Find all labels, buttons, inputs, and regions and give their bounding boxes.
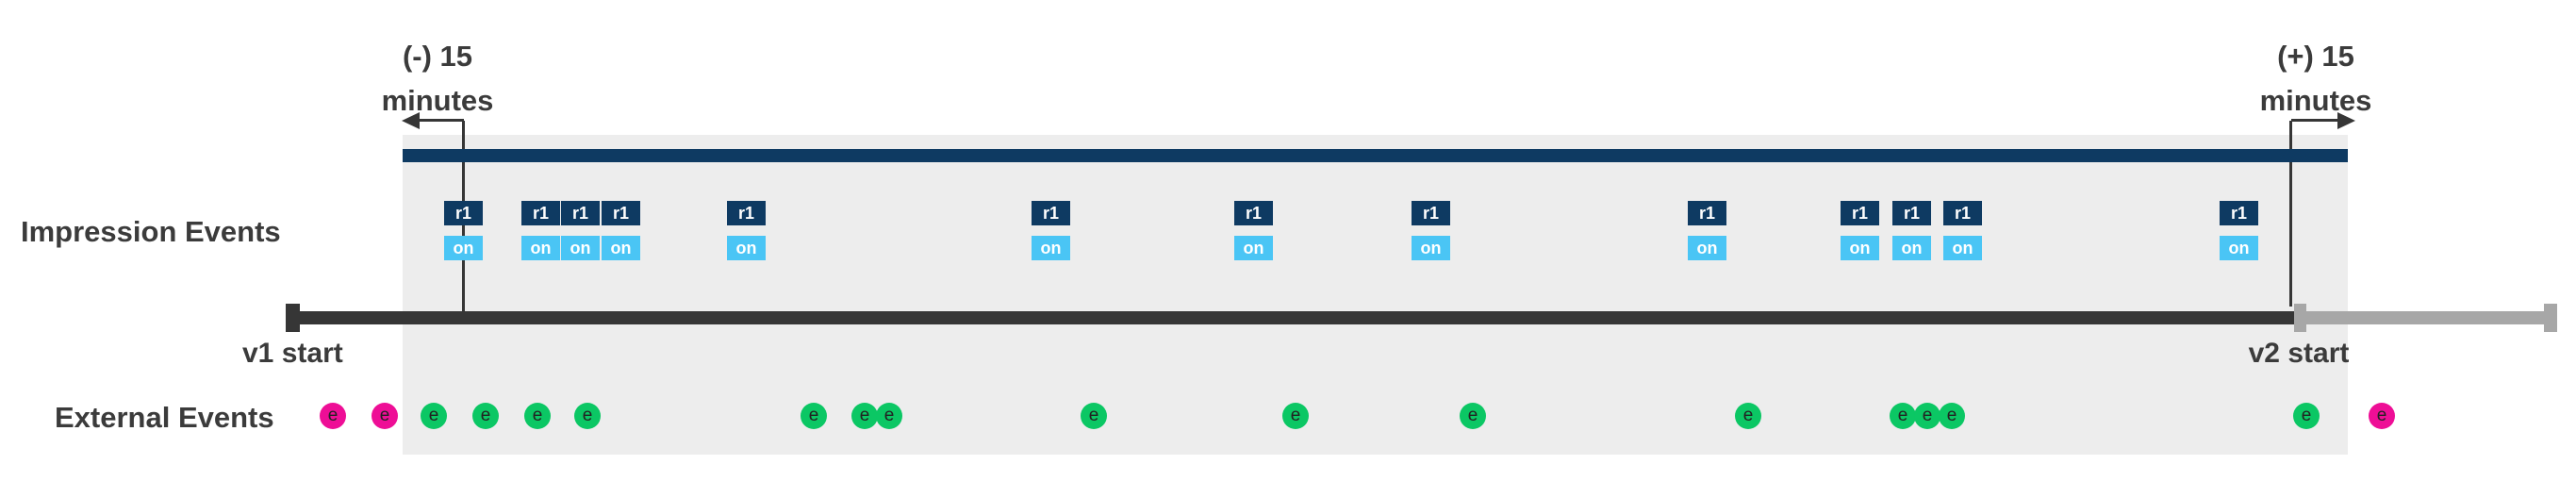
r1-badge: r1 <box>602 201 640 225</box>
on-badge: on <box>1943 236 1982 260</box>
on-badge: on <box>521 236 560 260</box>
post-window-annotation: (+) 15 minutes <box>2203 34 2429 123</box>
r1-badge: r1 <box>1688 201 1726 225</box>
post-window-label-line2: minutes <box>2259 84 2372 117</box>
r1-badge: r1 <box>521 201 560 225</box>
post-window-arrow-shaft <box>2291 119 2338 122</box>
external-event-dot-green: e <box>876 403 902 429</box>
on-badge: on <box>561 236 600 260</box>
v1-timeline-bar <box>288 311 2294 324</box>
r1-badge: r1 <box>1234 201 1273 225</box>
external-event-dot-green: e <box>1939 403 1965 429</box>
pre-window-label-line2: minutes <box>381 84 494 117</box>
v1-start-tick <box>286 304 300 332</box>
on-badge: on <box>1688 236 1726 260</box>
external-event-dot-green: e <box>1081 403 1107 429</box>
external-event-dot-green: e <box>1890 403 1916 429</box>
r1-badge: r1 <box>444 201 483 225</box>
external-event-dot-green: e <box>421 403 447 429</box>
r1-badge: r1 <box>1412 201 1450 225</box>
v2-start-tick <box>2294 304 2306 332</box>
timeline-end-tick <box>2544 304 2557 332</box>
on-badge: on <box>602 236 640 260</box>
impression-events-label: Impression Events <box>21 215 281 248</box>
analysis-window-panel <box>403 135 2348 455</box>
on-badge: on <box>1032 236 1070 260</box>
external-event-dot-green: e <box>1735 403 1761 429</box>
r1-badge: r1 <box>561 201 600 225</box>
external-event-dot-magenta: e <box>372 403 398 429</box>
post-window-marker-line <box>2289 121 2292 307</box>
external-event-dot-green: e <box>574 403 601 429</box>
on-badge: on <box>1841 236 1879 260</box>
external-event-dot-green: e <box>1460 403 1486 429</box>
external-event-dot-green: e <box>472 403 499 429</box>
r1-badge: r1 <box>1032 201 1070 225</box>
external-event-dot-green: e <box>2293 403 2320 429</box>
r1-badge: r1 <box>727 201 766 225</box>
post-window-label-line1: (+) 15 <box>2277 40 2354 73</box>
r1-badge: r1 <box>1892 201 1931 225</box>
v1-start-label: v1 start <box>242 338 343 369</box>
pre-window-annotation: (-) 15 minutes <box>324 34 551 123</box>
r1-badge: r1 <box>1943 201 1982 225</box>
external-event-dot-green: e <box>801 403 827 429</box>
on-badge: on <box>1234 236 1273 260</box>
v2-timeline-bar <box>2306 311 2546 324</box>
v2-start-label: v2 start <box>2248 338 2350 369</box>
arrow-right-icon <box>2337 112 2355 129</box>
external-event-dot-green: e <box>1914 403 1940 429</box>
external-event-dot-green: e <box>1282 403 1309 429</box>
on-badge: on <box>444 236 483 260</box>
on-badge: on <box>1412 236 1450 260</box>
r1-badge: r1 <box>2220 201 2258 225</box>
r1-badge: r1 <box>1841 201 1879 225</box>
external-event-dot-magenta: e <box>320 403 346 429</box>
on-badge: on <box>727 236 766 260</box>
on-badge: on <box>2220 236 2258 260</box>
external-events-label: External Events <box>55 401 274 434</box>
on-badge: on <box>1892 236 1931 260</box>
external-event-dot-green: e <box>524 403 551 429</box>
arrow-left-icon <box>402 112 420 129</box>
external-event-dot-green: e <box>851 403 878 429</box>
external-event-dot-magenta: e <box>2369 403 2395 429</box>
pre-window-label-line1: (-) 15 <box>402 40 473 73</box>
pre-window-arrow-shaft <box>419 119 464 122</box>
impression-track-bar <box>403 149 2348 162</box>
